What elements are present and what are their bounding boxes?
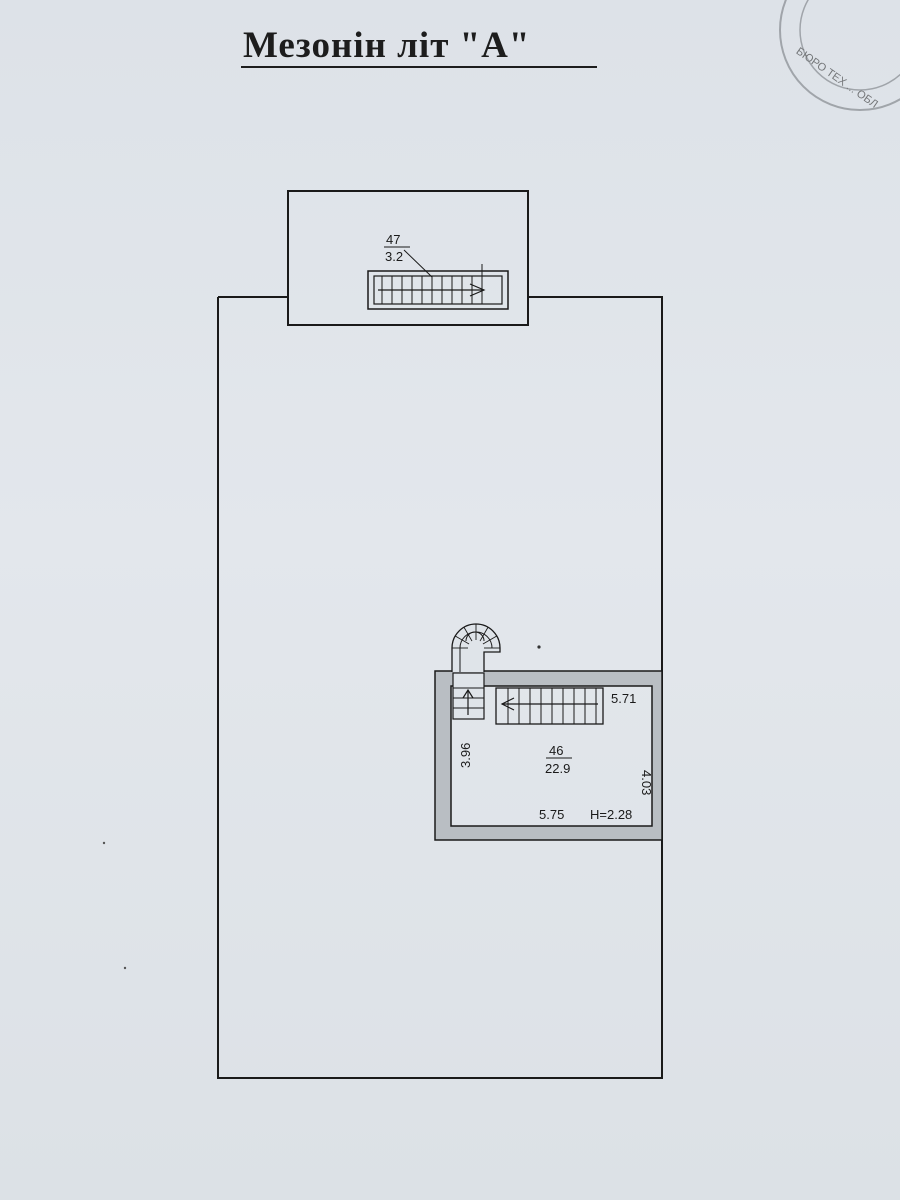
winder-tread bbox=[479, 626, 489, 642]
dim-top: 5.71 bbox=[611, 691, 636, 706]
main-staircase-46 bbox=[495, 687, 604, 725]
dim-left: 3.96 bbox=[458, 743, 473, 768]
paper-speck bbox=[102, 841, 106, 845]
spiral-staircase bbox=[451, 623, 501, 672]
room-47-leader bbox=[403, 249, 433, 278]
room-47-area: 3.2 bbox=[385, 249, 403, 264]
title-underline bbox=[241, 66, 597, 68]
page-title: Мезонін літ "А" bbox=[243, 25, 531, 66]
stamp-text: БЮРО ТЕХ ... ОБЛ bbox=[794, 45, 880, 110]
room-46 bbox=[434, 670, 663, 841]
staircase-47 bbox=[367, 264, 509, 310]
winder-tread bbox=[463, 626, 473, 642]
room-46-number: 46 bbox=[549, 743, 563, 758]
room-46-area: 22.9 bbox=[545, 761, 570, 776]
small-staircase bbox=[452, 672, 485, 720]
ceiling-height: H=2.28 bbox=[590, 807, 632, 822]
dim-bottom: 5.75 bbox=[539, 807, 564, 822]
stamp: БЮРО ТЕХ ... ОБЛ bbox=[779, 0, 900, 111]
room-47-number: 47 bbox=[386, 232, 400, 247]
paper-speck bbox=[537, 645, 541, 649]
annex-room-47 bbox=[287, 190, 529, 326]
winder-tread bbox=[482, 635, 498, 645]
dim-right: 4.03 bbox=[639, 770, 654, 795]
winder-tread bbox=[454, 635, 470, 645]
building-outline bbox=[217, 296, 663, 1079]
paper-speck bbox=[123, 966, 127, 970]
